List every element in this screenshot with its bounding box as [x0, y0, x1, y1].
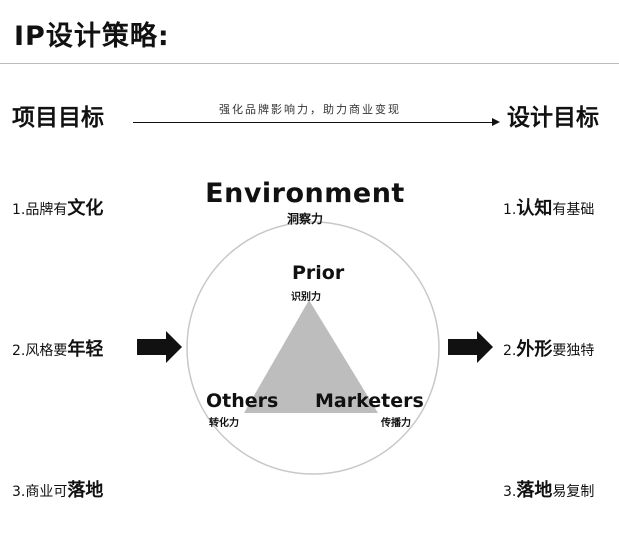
right-item-2-suffix: 要独特 — [552, 343, 595, 359]
right-item-3-prefix: 3. — [503, 484, 517, 500]
left-item-2-prefix: 2.风格要 — [12, 343, 68, 359]
right-item-1-prefix: 1. — [503, 202, 517, 218]
right-item-2: 2.外形要独特 — [503, 335, 594, 361]
environment-label: Environment — [205, 178, 405, 209]
marketers-sub: 传播力 — [381, 418, 411, 429]
left-block-arrow — [137, 331, 182, 363]
left-item-3: 3.商业可落地 — [12, 476, 103, 502]
left-item-1: 1.品牌有文化 — [12, 194, 103, 220]
outer-circle — [186, 221, 440, 475]
right-block-arrow — [448, 331, 493, 363]
page-title: IP设计策略: — [14, 21, 170, 52]
title-divider — [0, 63, 619, 64]
right-item-2-prefix: 2. — [503, 343, 517, 359]
right-item-1-bold: 认知 — [516, 198, 553, 219]
flow-arrow-line — [133, 122, 495, 123]
marketers-label: Marketers — [315, 390, 424, 412]
center-triangle — [244, 300, 378, 413]
left-item-1-bold: 文化 — [67, 198, 104, 219]
left-item-1-prefix: 1.品牌有 — [12, 202, 68, 218]
right-item-3: 3.落地易复制 — [503, 476, 594, 502]
environment-sub: 洞察力 — [286, 212, 323, 226]
others-label: Others — [206, 390, 279, 412]
left-item-2-bold: 年轻 — [67, 339, 104, 360]
left-item-2: 2.风格要年轻 — [12, 335, 103, 361]
left-header: 项目目标 — [12, 105, 104, 131]
right-item-1: 1.认知有基础 — [503, 194, 594, 220]
flow-label: 强化品牌影响力，助力商业变现 — [219, 103, 401, 116]
right-item-2-bold: 外形 — [516, 339, 553, 360]
others-sub: 转化力 — [209, 418, 239, 429]
right-item-3-suffix: 易复制 — [552, 484, 595, 500]
right-item-1-suffix: 有基础 — [552, 202, 595, 218]
flow-arrow-head — [492, 118, 500, 126]
right-header: 设计目标 — [507, 105, 599, 131]
prior-sub: 识别力 — [291, 292, 321, 303]
prior-label: Prior — [292, 262, 345, 284]
right-item-3-bold: 落地 — [516, 480, 553, 501]
left-item-3-bold: 落地 — [67, 480, 104, 501]
left-item-3-prefix: 3.商业可 — [12, 484, 68, 500]
